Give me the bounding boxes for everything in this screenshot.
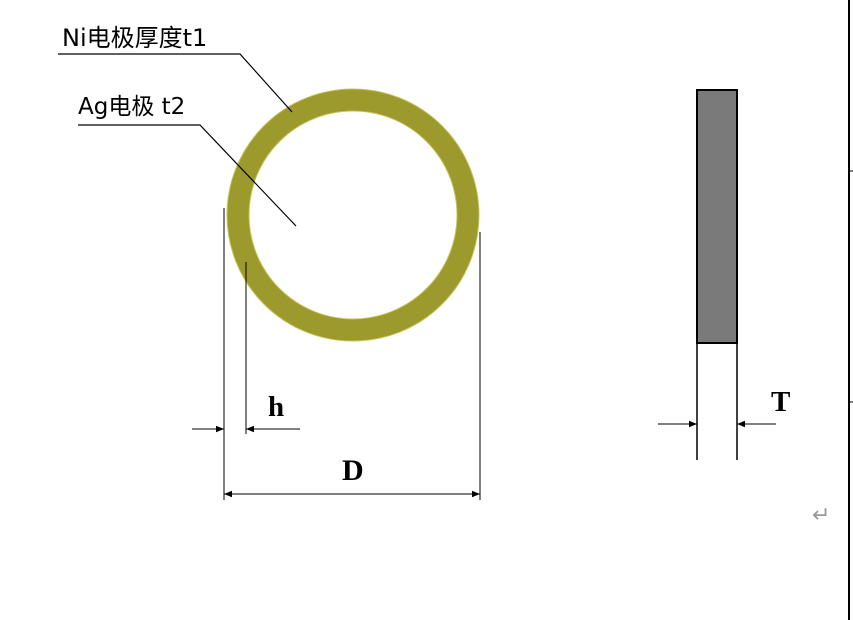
d-dimension-label: D <box>342 454 364 487</box>
ni-electrode-ring <box>227 89 479 341</box>
t-dimension-label: T <box>771 386 790 418</box>
return-mark: ↵ <box>812 503 830 528</box>
h-dimension-label: h <box>268 391 284 423</box>
ni-ring-outer-edge <box>226 88 480 342</box>
ni-ring-inner-edge <box>248 110 458 320</box>
side-view-electrode <box>696 89 738 344</box>
ag-electrode-label: Ag电极 t2 <box>78 94 185 120</box>
ni-leader-line <box>58 53 293 113</box>
ni-electrode-label: Ni电极厚度t1 <box>62 24 207 52</box>
ag-leader-line <box>78 124 297 227</box>
